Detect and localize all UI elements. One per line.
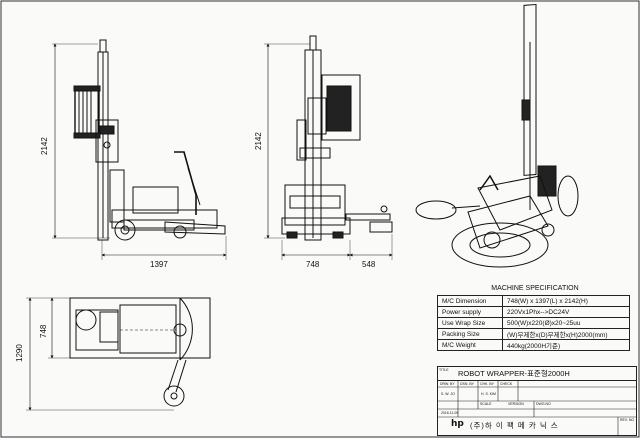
dim-front-width: 748 bbox=[306, 260, 320, 269]
rev-no-label: REV. NO bbox=[620, 418, 635, 422]
drawing-title: ROBOT WRAPPER-표준형2000H bbox=[438, 367, 636, 381]
spec-value: 748(W) x 1397(L) x 2142(H) bbox=[502, 295, 630, 307]
spec-label: Packing Size bbox=[437, 328, 503, 340]
dim-side-length: 1397 bbox=[150, 260, 168, 269]
dim-front-arm: 548 bbox=[362, 260, 376, 269]
spec-row: Packing Size(W)무제한x(D)무제한x(H)2000(mm) bbox=[437, 328, 630, 340]
dim-front-height: 2142 bbox=[254, 132, 263, 150]
spec-value: 440kg(2000H기준) bbox=[502, 339, 630, 351]
spec-value: 220Vx1Phx-->DC24V bbox=[502, 306, 630, 318]
date-value: 2016.11.09 bbox=[441, 411, 459, 415]
side-view bbox=[52, 39, 227, 260]
spec-value: 500(W)x220(Ø)x20~25uu bbox=[502, 317, 630, 329]
company-logo: hp bbox=[451, 419, 464, 429]
spec-value: (W)무제한x(D)무제한x(H)2000(mm) bbox=[502, 328, 630, 340]
dwg-no-label: DWG.NO bbox=[536, 402, 551, 406]
title-block: ROBOT WRAPPER-표준형2000H TITLE DRW. BY DSN… bbox=[437, 366, 637, 436]
spec-label: Use Wrap Size bbox=[437, 317, 503, 329]
isometric-view bbox=[415, 3, 579, 268]
front-view bbox=[264, 35, 393, 260]
scale-label: SCALE bbox=[480, 402, 492, 406]
version-label: VERSION bbox=[508, 402, 524, 406]
drawn-by-label: DRW. BY bbox=[440, 382, 455, 386]
company-name: (주)하 이 팩 메 카 닉 스 bbox=[470, 421, 559, 430]
title-label: TITLE bbox=[439, 368, 449, 372]
checked-by-value: H. S. KIM bbox=[481, 392, 496, 396]
dim-plan-height: 1290 bbox=[15, 344, 24, 362]
checked-by-label: CHK. BY bbox=[480, 382, 495, 386]
drawn-by-value: S. W. JO bbox=[441, 392, 455, 396]
title-block-grid bbox=[438, 380, 636, 435]
designed-by-label: DSN. BY bbox=[460, 382, 475, 386]
check-label: CHECK bbox=[500, 382, 513, 386]
dim-side-height: 2142 bbox=[40, 137, 49, 155]
spec-label: M/C Dimension bbox=[437, 295, 503, 307]
dim-plan-width: 748 bbox=[39, 324, 48, 338]
spec-title: MACHINE SPECIFICATION bbox=[491, 285, 579, 292]
spec-label: M/C Weight bbox=[437, 339, 503, 351]
spec-label: Power supply bbox=[437, 306, 503, 318]
plan-view bbox=[26, 297, 211, 411]
